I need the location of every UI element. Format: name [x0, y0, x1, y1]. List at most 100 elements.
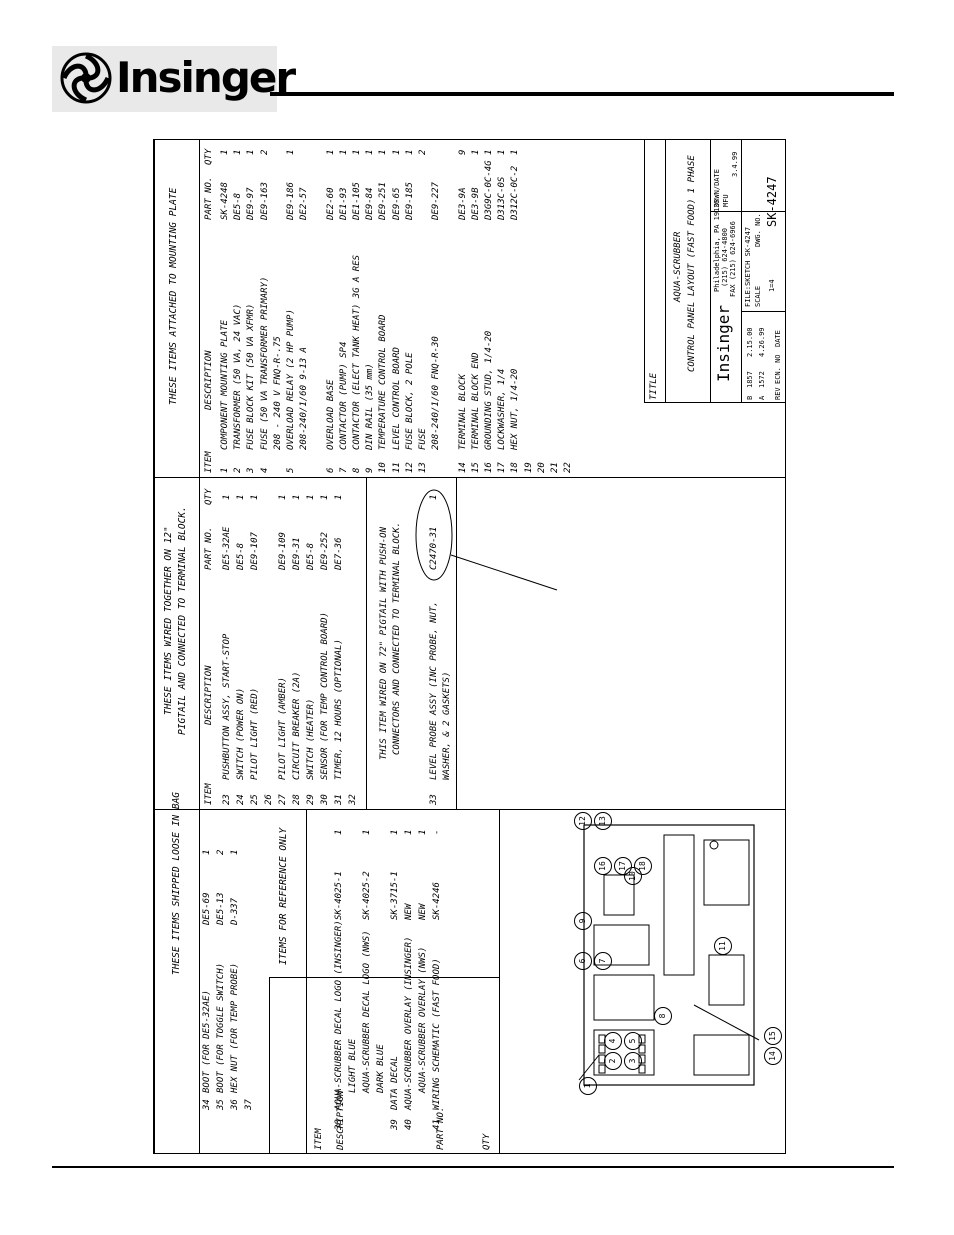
table-cell-desc: FUSE BLOCK KIT (50 VA XFMR)	[246, 303, 257, 450]
callout-bubble: 6	[574, 952, 592, 970]
insinger-swirl-icon	[60, 52, 112, 104]
table-cell-part: NEW	[404, 903, 414, 920]
callout-bubble: 1	[579, 1077, 597, 1095]
table-cell-desc: WIRING SCHEMATIC (FAST FOOD)	[432, 958, 442, 1110]
table-cell-item: 9	[365, 467, 376, 473]
callout-bubble: 2	[604, 1052, 622, 1070]
scale-value: 1=4	[768, 279, 776, 292]
table-cell-item: 34	[202, 1099, 212, 1110]
table-cell-item: 11	[391, 462, 402, 473]
table-cell-item: 35	[216, 1099, 226, 1110]
table-cell-item: 40	[404, 1119, 414, 1130]
callout-bubble: 8	[654, 1007, 672, 1025]
table-cell-qty: 1	[470, 149, 481, 155]
pigtail-title-2: PIGTAIL AND CONNECTED TO TERMINAL BLOCK.	[177, 506, 188, 735]
table-cell-item: 2	[233, 467, 244, 473]
table-cell-item: 38	[334, 1119, 344, 1130]
table-cell-part: SK-4246	[432, 882, 442, 920]
footer-rule	[52, 1166, 894, 1168]
table-cell-part: DE9-163	[259, 182, 270, 220]
table-cell-qty: 1	[365, 149, 376, 155]
table-cell-item: 23	[222, 794, 232, 805]
table-cell-qty: 1	[338, 149, 349, 155]
dwg-number: SK-4247	[765, 176, 779, 227]
table-cell-desc: TEMPERATURE CONTROL BOARD	[378, 314, 389, 450]
table-cell-qty: 1	[390, 829, 400, 835]
table-cell-item: 37	[244, 1099, 254, 1110]
ref-header-item: ITEM	[314, 1128, 324, 1150]
table-cell-qty: 1	[334, 829, 344, 835]
table-cell-item: 3	[246, 467, 257, 473]
table-cell-desc: DATA DECAL	[390, 1055, 400, 1110]
table-cell-qty: 1	[404, 829, 414, 835]
callout-bubble: 11	[714, 937, 732, 955]
scale-label: SCALE	[754, 285, 762, 307]
dwg-label: DWG. NO.	[754, 213, 762, 247]
callout-bubble: 14	[764, 1047, 782, 1065]
table-cell-part: SK-4025-2	[362, 871, 372, 920]
title-block: TITLE AQUA-SCRUBBER CONTROL PANEL LAYOUT…	[644, 140, 785, 403]
title-label: TITLE	[649, 372, 659, 400]
table-cell-item: 26	[264, 794, 274, 805]
title-company: Insinger	[714, 304, 733, 382]
table-cell-part: DE9-186	[286, 182, 296, 220]
table-cell-qty: -	[432, 829, 442, 835]
rev-a: A	[758, 395, 766, 400]
table-cell-desc: PILOT LIGHT (RED)	[250, 687, 260, 780]
table-cell-part: DE9-84	[365, 187, 376, 220]
pig-header-part: PART NO.	[204, 526, 214, 570]
table-cell-part: DE5-13	[216, 892, 226, 925]
company-logo: Insinger	[52, 46, 296, 112]
table-cell-item: 36	[230, 1099, 240, 1110]
probe-desc: LEVEL PROBE ASSY (INC PROBE, NUT,	[429, 601, 439, 780]
table-cell-item: 19	[523, 462, 534, 473]
callout-bubble: 9	[574, 912, 592, 930]
probe-desc-2: WASHER, & 2 GASKETS)	[442, 671, 452, 780]
callout-bubble: 7	[594, 952, 612, 970]
callout-bubble: 17	[614, 857, 632, 875]
table-cell-desc: LIGHT BLUE	[348, 1038, 358, 1093]
table-cell-part: D-337	[230, 897, 240, 925]
table-cell-item: 14	[457, 462, 468, 473]
callout-bubble: 5	[624, 1032, 642, 1050]
table-cell-qty: 9	[457, 149, 468, 155]
table-cell-qty: 1	[230, 849, 240, 855]
table-cell-desc: COMPONENT MOUNTING PLATE	[220, 319, 230, 450]
table-cell-part: DE3-9B	[470, 187, 481, 220]
pig-header-desc: DESCRIPTION	[204, 665, 214, 725]
rev-b: B	[746, 395, 754, 400]
table-cell-desc: HEX NUT, 1/4-20	[510, 368, 521, 450]
drwn-date: 3.4.99	[731, 151, 739, 177]
table-cell-qty: 1	[202, 849, 212, 855]
table-cell-desc: FUSE (50 VA TRANSFORMER PRIMARY)	[259, 276, 270, 450]
table-cell-item: 16	[484, 462, 494, 473]
title-fax: FAX (215) 624-6966	[729, 221, 737, 297]
probe-item: 33	[429, 794, 439, 805]
pigtail-title-1: THESE ITEMS WIRED TOGETHER ON 12"	[163, 526, 174, 715]
table-cell-desc: DIN RAIL (35 mm)	[365, 363, 376, 450]
table-cell-qty: 1	[320, 494, 330, 500]
table-cell-qty: 1	[404, 149, 415, 155]
table-cell-qty: 1	[325, 149, 336, 155]
table-cell-part: D312C-0C-2	[510, 165, 521, 220]
table-cell-part: D3G9C-0C-4G	[484, 160, 494, 220]
bag-title: THESE ITEMS SHIPPED LOOSE IN BAG	[171, 791, 182, 975]
table-cell-desc: LEVEL CONTROL BOARD	[391, 347, 402, 450]
table-cell-desc: FUSE BLOCK, 2 POLE	[404, 352, 415, 450]
date-label: DATE	[774, 330, 782, 347]
table-cell-desc: OVERLOAD RELAY (2 HP PUMP)	[286, 309, 296, 450]
table-cell-part: DE9-251	[378, 182, 389, 220]
table-cell-qty: 2	[418, 149, 428, 155]
date-a: 4.26.99	[758, 327, 766, 357]
table-cell-desc: HEX NUT (FOR TEMP PROBE)	[230, 962, 240, 1093]
table-cell-qty: 1	[378, 149, 389, 155]
table-cell-desc: SWITCH (POWER ON)	[236, 687, 246, 780]
table-cell-item: 10	[378, 462, 389, 473]
drwn-by: MFU	[722, 194, 730, 207]
table-cell-part: DE9-31	[292, 537, 302, 570]
table-cell-desc: SWITCH (HEATER)	[306, 698, 316, 780]
pigtail-note-2: CONNECTORS AND CONNECTED TO TERMINAL BLO…	[392, 522, 402, 755]
table-cell-desc: FUSE	[418, 428, 428, 450]
table-cell-part: NEW	[418, 903, 428, 920]
